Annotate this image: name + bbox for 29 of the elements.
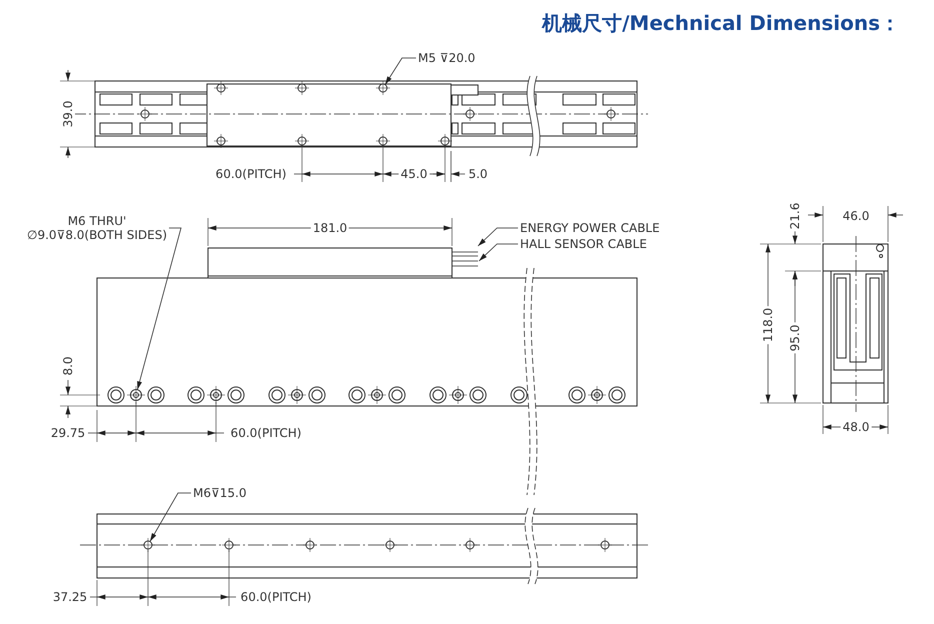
callout-label: M6⊽15.0 bbox=[193, 486, 246, 500]
dimension-label: 21.6 bbox=[788, 200, 802, 232]
dimension-label: 29.75 bbox=[48, 426, 88, 440]
dimension-label: 46.0 bbox=[840, 209, 872, 223]
callout-label: ENERGY POWER CABLE bbox=[520, 221, 660, 235]
leader-line bbox=[478, 244, 518, 262]
dimension-label: 45.0 bbox=[398, 167, 430, 181]
leader-line bbox=[384, 58, 416, 85]
dimension-label: 48.0 bbox=[840, 420, 872, 434]
dimension-label: 95.0 bbox=[788, 322, 802, 354]
dimension-label: 39.0 bbox=[61, 98, 75, 130]
dimension-label: 60.0(PITCH) bbox=[214, 167, 288, 181]
callout-label: HALL SENSOR CABLE bbox=[520, 237, 647, 251]
callout-label: M5 ⊽20.0 bbox=[418, 51, 476, 65]
mounting-hole bbox=[376, 80, 390, 96]
dimension-label: 5.0 bbox=[466, 167, 490, 181]
dimension-label: 60.0(PITCH) bbox=[238, 590, 314, 604]
dimension-label: 181.0 bbox=[310, 221, 350, 235]
leader-line bbox=[478, 228, 518, 246]
callout-label: M6 THRU' ∅9.0⊽8.0(BOTH SIDES) bbox=[27, 214, 167, 242]
mounting-hole bbox=[140, 538, 156, 552]
dimension-label: 60.0(PITCH) bbox=[228, 426, 304, 440]
dimension-label: 8.0 bbox=[61, 354, 75, 378]
mounting-hole bbox=[126, 386, 146, 404]
leader-line bbox=[150, 492, 192, 542]
title: 机械尺寸/Mechnical Dimensions： bbox=[542, 10, 900, 37]
dimension-label: 118.0 bbox=[761, 306, 775, 344]
dimension-label: 37.25 bbox=[50, 590, 90, 604]
leader-line bbox=[137, 228, 182, 390]
